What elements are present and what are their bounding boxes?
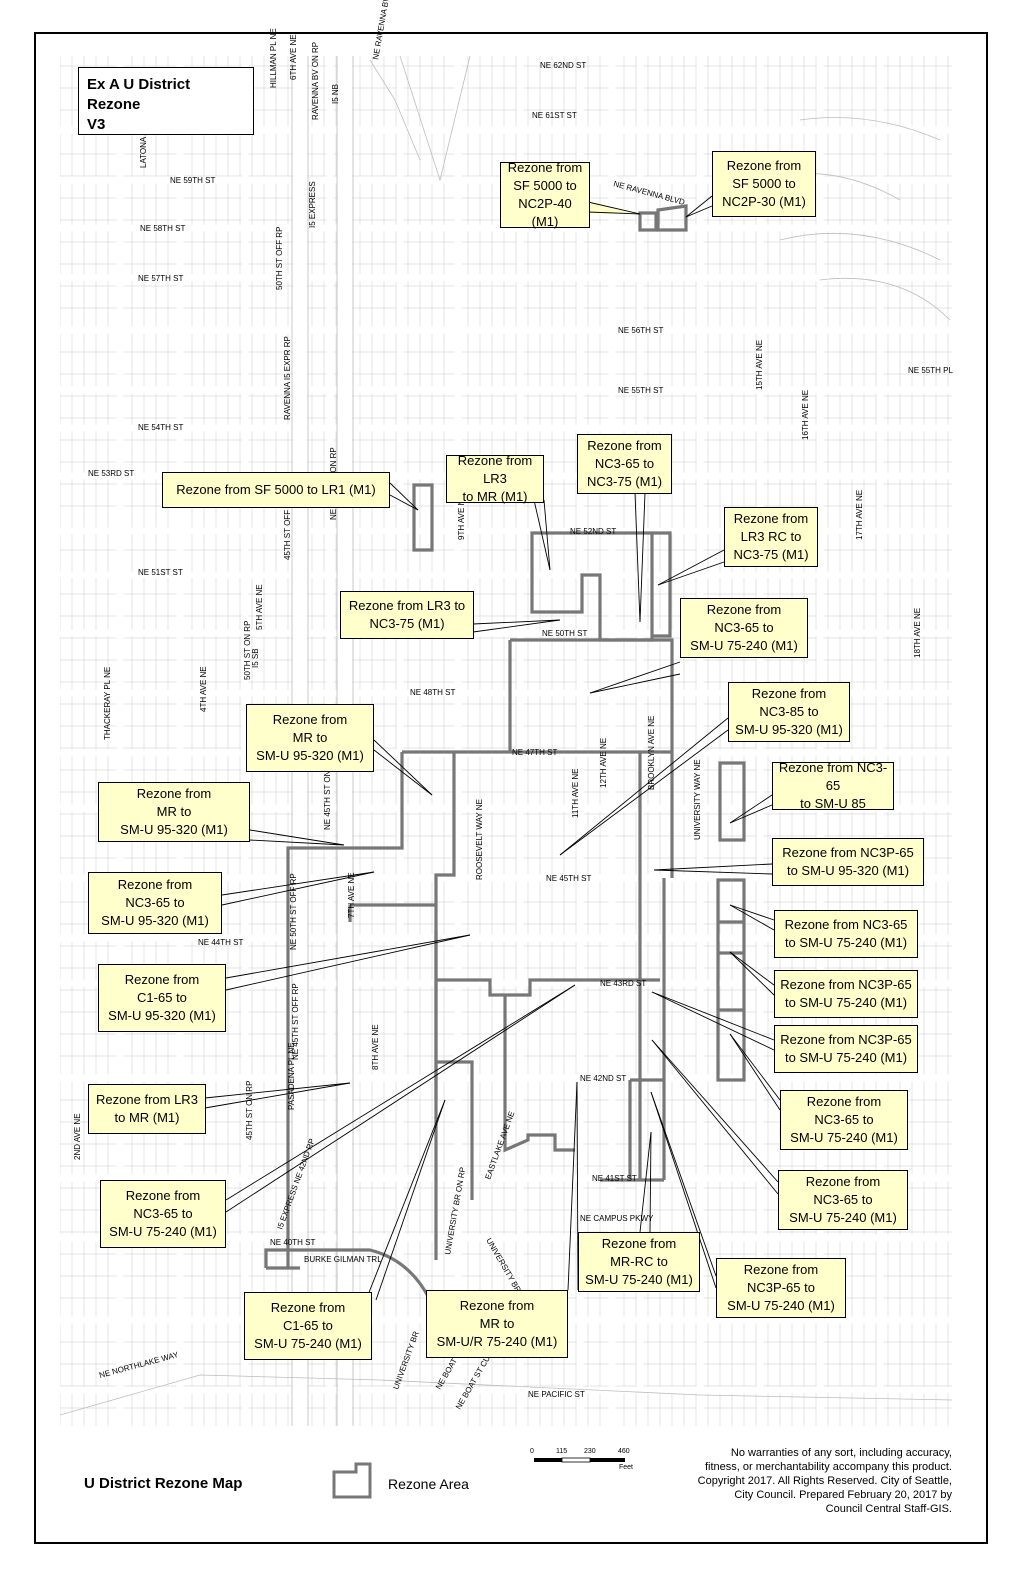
street-label: LATONA AVE NE <box>139 107 148 168</box>
rezone-areas <box>264 204 746 1301</box>
rezone-callout: Rezone from MR to SM-U 95-320 (M1) <box>98 782 250 842</box>
street-label: NE RAVENNA BV OFF RP <box>371 0 396 60</box>
street-label: 12TH AVE NE <box>599 738 608 788</box>
scale-bar <box>534 1457 625 1463</box>
scale-tick-label: 115 <box>556 1448 568 1455</box>
street-label: NE 45TH ST ON RP <box>323 757 332 830</box>
rezone-callout: Rezone from LR3 to MR (M1) <box>446 453 544 504</box>
callout-leaders <box>204 195 781 1301</box>
street-label: NE 55TH PL <box>908 366 953 375</box>
street-label: RAVENNA BV ON RP <box>311 42 320 120</box>
map-title: Ex A U District Rezone V3 <box>78 67 254 135</box>
rezone-callout: Rezone from MR to SM-U 95-320 (M1) <box>246 704 374 772</box>
street-label: 2ND AVE NE <box>73 1113 82 1160</box>
street-label: I5 NB <box>331 84 340 104</box>
street-label: NE 44TH ST <box>198 938 243 947</box>
footer-title: U District Rezone Map <box>84 1475 243 1492</box>
scale-tick-label: 460 <box>618 1448 630 1455</box>
street-label: NE 43RD ST <box>600 979 646 988</box>
rezone-callout: Rezone from SF 5000 to NC2P-30 (M1) <box>712 151 816 217</box>
street-label: 16TH AVE NE <box>801 390 810 440</box>
rezone-callout: Rezone from SF 5000 to LR1 (M1) <box>162 472 390 508</box>
scale-tick-label: 0 <box>530 1448 534 1455</box>
rezone-callout: Rezone from MR to SM-U/R 75-240 (M1) <box>426 1290 568 1358</box>
street-label: 45TH ST ON RP <box>245 1081 254 1140</box>
rezone-callout: Rezone from C1-65 to SM-U 95-320 (M1) <box>98 964 226 1032</box>
legend-swatch-icon <box>332 1462 372 1499</box>
street-label: 5TH AVE NE <box>255 584 264 630</box>
street-label: NE 47TH ST <box>512 748 557 757</box>
rezone-callout: Rezone from NC3P-65 to SM-U 75-240 (M1) <box>774 1025 918 1073</box>
rezone-callout: Rezone from NC3-65 to SM-U 75-240 (M1) <box>100 1180 226 1248</box>
street-label: NE CAMPUS PKWY <box>580 1214 654 1223</box>
street-label: 50TH ST ON RP <box>243 621 252 680</box>
street-label: 9TH AVE NE <box>457 494 466 540</box>
disclaimer: No warranties of any sort, including acc… <box>697 1447 952 1515</box>
street-label: 50TH ST OFF RP <box>275 227 284 290</box>
street-label: I5 EXPRESS <box>308 181 317 228</box>
street-label: NE PACIFIC ST <box>528 1390 585 1399</box>
street-label: NE 51ST ST <box>138 568 183 577</box>
street-label: 18TH AVE NE <box>913 608 922 658</box>
street-label: HILLMAN PL NE <box>269 28 278 88</box>
legend-label: Rezone Area <box>388 1476 469 1492</box>
rezone-callout: Rezone from NC3-65 to SM-U 85 <box>772 760 894 811</box>
street-label: PASADENA PL NE <box>287 1042 296 1110</box>
rezone-callout: Rezone from NC3-65 to SM-U 75-240 (M1) <box>778 1170 908 1230</box>
street-label: NE 53RD ST <box>88 469 134 478</box>
rezone-callout: Rezone from NC3-65 to SM-U 95-320 (M1) <box>88 872 222 934</box>
street-label: NE 50TH ST <box>542 629 587 638</box>
street-label: RAVENNA I5 EXPR RP <box>283 336 292 420</box>
street-label: 17TH AVE NE <box>855 490 864 540</box>
street-label: NE 45TH ST <box>546 874 591 883</box>
street-label: NE 57TH ST <box>138 274 183 283</box>
scale-tick-label: 230 <box>584 1448 596 1455</box>
rezone-callout: Rezone from SF 5000 to NC2P-40 (M1) <box>500 160 590 229</box>
street-label: NE 59TH ST <box>170 176 215 185</box>
rezone-callout: Rezone from NC3-65 to SM-U 75-240 (M1) <box>780 1090 908 1150</box>
street-label: NE 55TH ST <box>618 386 663 395</box>
street-label: 8TH AVE NE <box>371 1024 380 1070</box>
street-label: NE 52ND ST <box>570 527 616 536</box>
street-label: BURKE GILMAN TRL <box>304 1255 382 1264</box>
rezone-callout: Rezone from LR3 RC to NC3-75 (M1) <box>724 507 818 567</box>
rezone-callout: Rezone from NC3-65 to SM-U 75-240 (M1) <box>680 598 808 658</box>
street-label: NE 41ST ST <box>592 1174 637 1183</box>
street-label: 15TH AVE NE <box>755 340 764 390</box>
street-label: UNIVERSITY WAY NE <box>693 759 702 840</box>
scale-unit-label: Feet <box>619 1464 634 1471</box>
street-label: 45TH ST OFF RP <box>283 497 292 560</box>
rezone-callout: Rezone from LR3 to MR (M1) <box>88 1084 206 1134</box>
rezone-callout: Rezone from NC3P-65 to SM-U 75-240 (M1) <box>716 1258 846 1318</box>
street-label: NE 54TH ST <box>138 423 183 432</box>
rezone-callout: Rezone from LR3 to NC3-75 (M1) <box>340 591 474 639</box>
rezone-callout: Rezone from MR-RC to SM-U 75-240 (M1) <box>578 1232 700 1292</box>
street-label: BROOKLYN AVE NE <box>647 716 656 790</box>
street-label: ROOSEVELT WAY NE <box>475 799 484 880</box>
street-label: I5 SB <box>251 648 260 668</box>
street-label: NE 56TH ST <box>618 326 663 335</box>
street-label: NE 50TH ST OFF RP <box>289 873 298 950</box>
street-label: THACKERAY PL NE <box>103 667 112 740</box>
street-label: NE 45TH ST OFF RP <box>291 983 300 1060</box>
rezone-callout: Rezone from C1-65 to SM-U 75-240 (M1) <box>244 1292 372 1360</box>
street-label: NE 61ST ST <box>532 111 577 120</box>
street-label: NE 62ND ST <box>540 61 586 70</box>
street-label: NE 40TH ST <box>270 1238 315 1247</box>
rezone-callout: Rezone from NC3-85 to SM-U 95-320 (M1) <box>728 682 850 742</box>
rezone-callout: Rezone from NC3P-65 to SM-U 95-320 (M1) <box>772 838 924 886</box>
street-label: NE 48TH ST <box>410 688 455 697</box>
street-label: 4TH AVE NE <box>199 666 208 712</box>
street-label: 7TH AVE NE <box>347 872 356 918</box>
rezone-callout: Rezone from NC3P-65 to SM-U 75-240 (M1) <box>774 970 918 1018</box>
street-label: NE 58TH ST <box>140 224 185 233</box>
rezone-callout: Rezone from NC3-65 to NC3-75 (M1) <box>577 434 672 494</box>
street-label: 11TH AVE NE <box>571 769 580 819</box>
rezone-callout: Rezone from NC3-65 to SM-U 75-240 (M1) <box>774 910 918 958</box>
street-label: NE 42ND ST <box>580 1074 626 1083</box>
street-label: 6TH AVE NE <box>289 34 298 80</box>
